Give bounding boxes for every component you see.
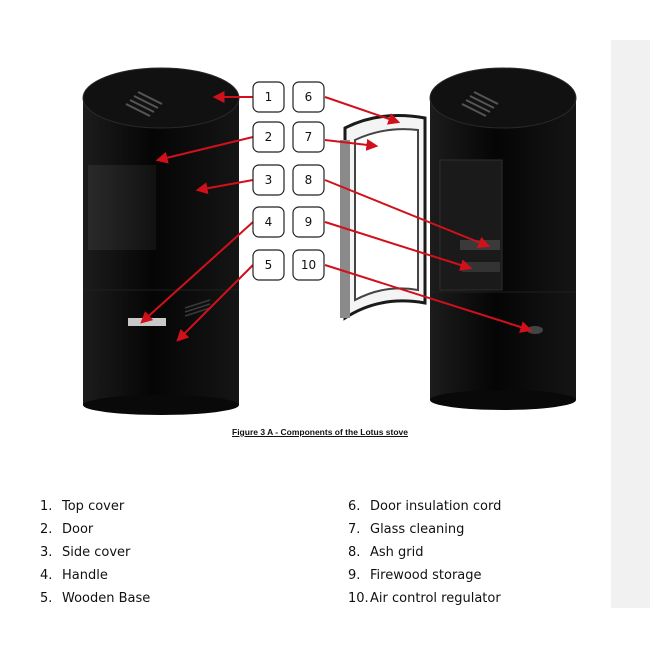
callout-badges: 1 2 3 4 5 6 7 8 <box>252 81 325 281</box>
legend-number: 8. <box>348 545 361 560</box>
legend-label: Door insulation cord <box>370 499 502 514</box>
curved-door <box>340 114 427 321</box>
callout-7-label: 7 <box>305 130 313 144</box>
callout-10-label: 10 <box>301 258 316 272</box>
legend-number: 2. <box>40 522 53 537</box>
legend-number: 6. <box>348 499 361 514</box>
callout-7: 7 <box>292 121 325 153</box>
legend-item: 7. Glass cleaning <box>348 520 501 543</box>
legend-item: 9. Firewood storage <box>348 566 501 589</box>
legend-number: 9. <box>348 568 361 583</box>
callout-3: 3 <box>252 164 285 196</box>
right-stove-firewood-storage <box>462 262 500 272</box>
right-top-vent <box>461 91 499 117</box>
left-stove <box>82 67 240 415</box>
arrow-8 <box>324 179 491 248</box>
door-glass <box>354 128 419 302</box>
legend-label: Air control regulator <box>370 591 501 606</box>
callout-8-label: 8 <box>305 173 313 187</box>
callout-5: 5 <box>252 249 285 281</box>
left-stove-handle <box>128 318 166 326</box>
legend-list-right: 6.Door insulation cord 7.Glass cleaning … <box>348 497 501 612</box>
legend-label: Firewood storage <box>370 568 482 583</box>
callout-2-label: 2 <box>265 130 273 144</box>
arrow-4 <box>140 221 254 324</box>
legend-item: 6. Door insulation cord <box>348 497 501 520</box>
callout-4: 4 <box>252 206 285 238</box>
legend-item: 1. Top cover <box>40 497 150 520</box>
arrow-9 <box>324 221 473 271</box>
legend-item: 5. Wooden Base <box>40 589 150 612</box>
callout-1: 1 <box>252 81 285 113</box>
right-stove-top-cover <box>429 67 577 129</box>
callout-6-label: 6 <box>305 90 313 104</box>
arrow-10 <box>324 264 533 333</box>
callout-1-label: 1 <box>265 90 273 104</box>
legend-label: Glass cleaning <box>370 522 465 537</box>
right-stove-bottom <box>430 390 576 410</box>
legend-number: 10. <box>348 591 369 606</box>
left-top-vent <box>125 91 163 117</box>
legend-label: Wooden Base <box>62 591 151 606</box>
callout-9-label: 9 <box>305 215 313 229</box>
callout-8: 8 <box>292 164 325 196</box>
legend-number: 7. <box>348 522 361 537</box>
right-margin-strip <box>611 40 650 608</box>
left-stove-door-glass <box>88 165 156 250</box>
legend-label: Side cover <box>62 545 131 560</box>
arrow-3 <box>195 179 254 195</box>
callout-5-label: 5 <box>265 258 273 272</box>
legend-item: 4. Handle <box>40 566 150 589</box>
arrow-7 <box>324 138 379 151</box>
legend-number: 3. <box>40 545 53 560</box>
legend-label: Handle <box>62 568 108 583</box>
callout-3-label: 3 <box>265 173 273 187</box>
left-stove-bottom <box>83 395 239 415</box>
left-lower-vent <box>184 299 211 317</box>
arrow-5 <box>176 264 254 342</box>
stove-components-diagram: 1 2 3 4 5 6 7 8 <box>82 67 577 415</box>
legend-item: 8. Ash grid <box>348 543 501 566</box>
arrow-6 <box>324 96 401 125</box>
callout-10: 10 <box>292 249 325 281</box>
legend-label: Top cover <box>62 499 125 514</box>
legend-number: 4. <box>40 568 53 583</box>
callout-4-label: 4 <box>265 215 273 229</box>
legend-number: 1. <box>40 499 53 514</box>
callout-2: 2 <box>252 121 285 153</box>
right-stove <box>429 67 577 410</box>
figure-caption: Figure 3 A - Components of the Lotus sto… <box>232 427 408 437</box>
legend-item: 10.Air control regulator <box>348 589 501 612</box>
arrow-2 <box>155 136 254 164</box>
callout-9: 9 <box>292 206 325 238</box>
legend-label: Ash grid <box>370 545 424 560</box>
legend-item: 3. Side cover <box>40 543 150 566</box>
right-stove-ash-grid <box>460 240 500 250</box>
legend-label: Door <box>62 522 94 537</box>
legend-item: 2. Door <box>40 520 150 543</box>
legend-number: 5. <box>40 591 53 606</box>
legend-list-left: 1. Top cover 2. Door 3. Side cover 4. Handle… <box>40 497 150 612</box>
callout-6: 6 <box>292 81 325 113</box>
callout-arrows <box>140 91 533 342</box>
